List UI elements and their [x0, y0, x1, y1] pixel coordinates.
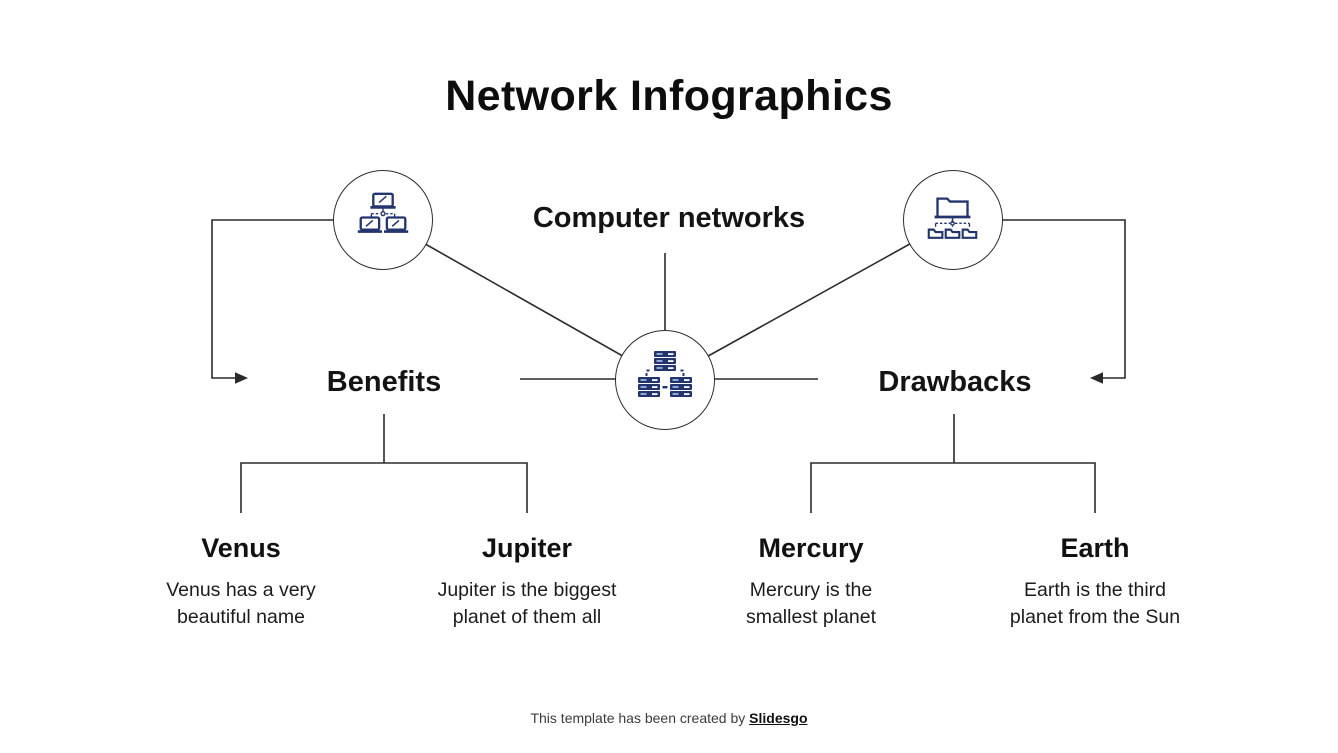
node-circle-center: [615, 330, 715, 430]
root-node-label: Computer networks: [532, 202, 806, 234]
leaf-description: Jupiter is the biggest planet of them al…: [437, 579, 617, 628]
branch-label-benefits: Benefits: [326, 366, 442, 398]
leaf-description: Mercury is the smallest planet: [745, 579, 877, 628]
server-network-icon: [633, 346, 697, 415]
leaf-item-venus: Venus Venus has a very beautiful name: [101, 533, 381, 631]
leaf-item-mercury: Mercury Mercury is the smallest planet: [671, 533, 951, 631]
folder-share-icon: [922, 187, 984, 254]
arrow-left-icon: [1090, 372, 1103, 384]
leaf-title: Mercury: [758, 533, 864, 563]
footer-credit-text: This template has been created by: [530, 710, 750, 726]
leaf-title: Venus: [201, 533, 281, 563]
leaf-title: Jupiter: [481, 533, 573, 563]
laptop-network-icon: [352, 187, 414, 254]
branch-label-drawbacks: Drawbacks: [878, 366, 1032, 398]
leaf-title: Earth: [1060, 533, 1130, 563]
leaf-description: Earth is the third planet from the Sun: [1009, 579, 1181, 628]
node-circle-left: [333, 170, 433, 270]
node-circle-right: [903, 170, 1003, 270]
leaf-description: Venus has a very beautiful name: [166, 579, 316, 628]
leaf-item-earth: Earth Earth is the third planet from the…: [955, 533, 1235, 631]
slidesgo-link[interactable]: Slidesgo: [749, 710, 808, 726]
page-title: Network Infographics: [445, 72, 893, 120]
arrow-right-icon: [235, 372, 248, 384]
leaf-item-jupiter: Jupiter Jupiter is the biggest planet of…: [387, 533, 667, 631]
footer-credit: This template has been created by Slides…: [0, 710, 1338, 726]
